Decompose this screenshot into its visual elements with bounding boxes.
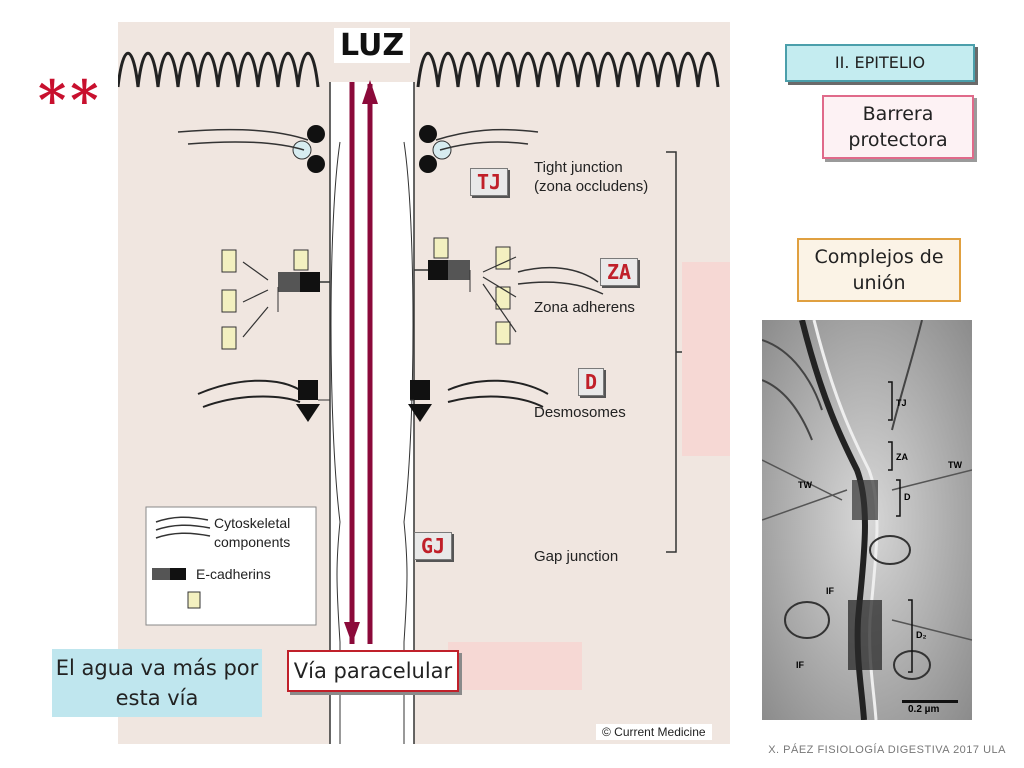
tag-d: D (578, 368, 605, 396)
micro-label-tw: TW (948, 460, 962, 470)
micrograph-image: TJ ZA TW TW D IF D₂ IF 0.2 µm (762, 320, 972, 720)
micro-label-if: IF (796, 660, 804, 670)
legend-ecadherins: E-cadherins (196, 566, 271, 582)
junction-diagram: Tight junction (zona occludens) Zona adh… (118, 22, 730, 744)
micro-label-za: ZA (896, 452, 908, 462)
highlight-patch (682, 262, 730, 456)
microvilli-left (118, 52, 320, 88)
micro-label-d: D (904, 492, 911, 502)
desmosomes-label: Desmosomes (534, 404, 626, 421)
credit-label: © Current Medicine (596, 724, 712, 740)
diagram-drawing (118, 52, 730, 744)
micro-label-d2: D₂ (916, 630, 927, 640)
tight-junction-label: Tight junction (zona occludens) (534, 159, 649, 195)
micro-label-if: IF (826, 586, 834, 596)
highlight-patch (448, 642, 582, 690)
micro-label-tw: TW (798, 480, 812, 490)
zona-adherens-label: Zona adherens (534, 299, 635, 316)
micro-label-tj: TJ (896, 398, 907, 408)
luz-label: LUZ (334, 28, 411, 63)
footer-text: X. PÁEZ FISIOLOGÍA DIGESTIVA 2017 ULA (768, 744, 1006, 756)
gap-junction-label: Gap junction (534, 548, 619, 565)
legend-cytoskeletal: Cytoskeletal components (214, 515, 291, 550)
micro-scale-bar: 0.2 µm (908, 704, 940, 715)
tag-tj: TJ (470, 168, 509, 196)
tag-gj: GJ (414, 532, 453, 560)
tag-za: ZA (600, 258, 639, 286)
complex-label: Complejos de unión (797, 238, 961, 302)
arrow-down-head (344, 622, 360, 644)
water-note: El agua va más por esta vía (52, 649, 262, 717)
section-label: II. EPITELIO (785, 44, 975, 82)
paracellular-label: Vía paracelular (287, 650, 459, 692)
microvilli-right (416, 52, 720, 88)
barrier-label: Barrera protectora (822, 95, 974, 159)
stars-marker: ** (38, 68, 103, 132)
arrow-up-head (362, 80, 378, 104)
